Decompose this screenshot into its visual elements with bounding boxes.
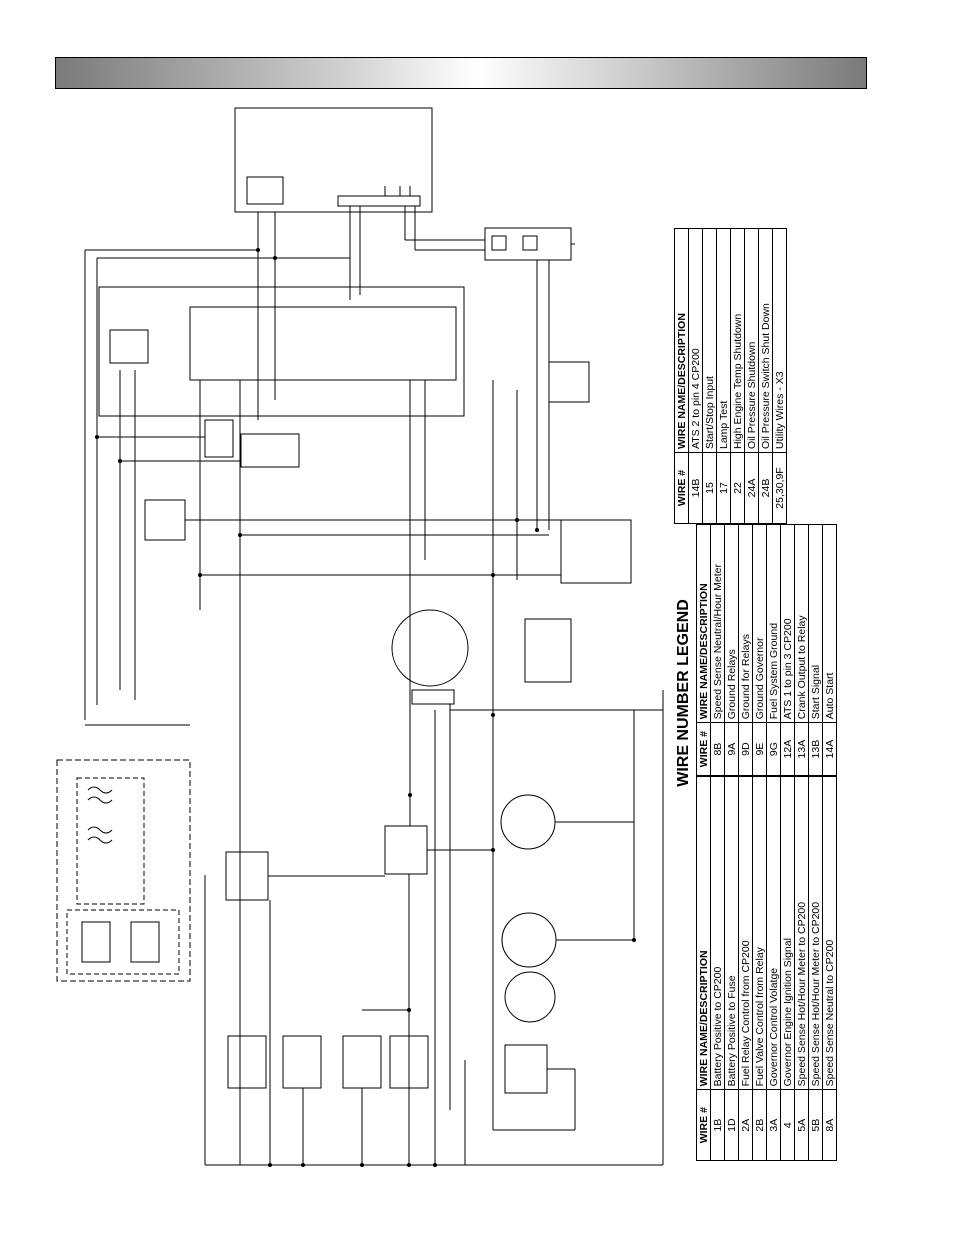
relay-b — [240, 433, 300, 468]
col-desc-header: WIRE NAME/DESCRIPTION — [674, 228, 689, 453]
module-right-b — [560, 519, 632, 584]
col-desc-header: WIRE NAME/DESCRIPTION — [696, 776, 711, 1090]
starter-motor — [391, 609, 469, 687]
col-desc-header: WIRE NAME/DESCRIPTION — [696, 524, 711, 723]
bottom-box-2 — [282, 1035, 322, 1089]
terminal-block — [246, 176, 284, 205]
controller-board — [189, 306, 457, 381]
module-right-c — [524, 618, 572, 683]
controller-box — [98, 286, 465, 417]
bottom-box-3 — [342, 1035, 382, 1089]
sensor-circle-a — [500, 794, 556, 850]
generator-regulator — [66, 909, 180, 975]
sensor-circle-b — [501, 912, 557, 968]
bottom-box-1 — [227, 1035, 267, 1089]
control-box-top — [234, 107, 433, 213]
module-right-a — [548, 361, 590, 403]
col-wire-header: WIRE # — [696, 722, 711, 776]
plug-box — [484, 227, 572, 261]
relay-a — [204, 419, 234, 458]
fuse-holder — [109, 329, 149, 364]
header-bar — [55, 57, 867, 89]
relay-mid-left — [225, 851, 269, 901]
connector-strip — [337, 195, 421, 207]
relay-mid-right — [384, 825, 428, 875]
generator-inner — [76, 777, 145, 905]
sensor-circle-c — [504, 971, 556, 1023]
col-wire-header: WIRE # — [696, 1089, 711, 1161]
wire-number-legend: WIRE NUMBER LEGEND WIRE # WIRE NAME/DESC… — [672, 225, 842, 1161]
module-left — [144, 499, 186, 541]
col-wire-header: WIRE # — [674, 452, 689, 524]
relay-bottom — [504, 1044, 548, 1094]
generator-outer — [56, 759, 191, 982]
